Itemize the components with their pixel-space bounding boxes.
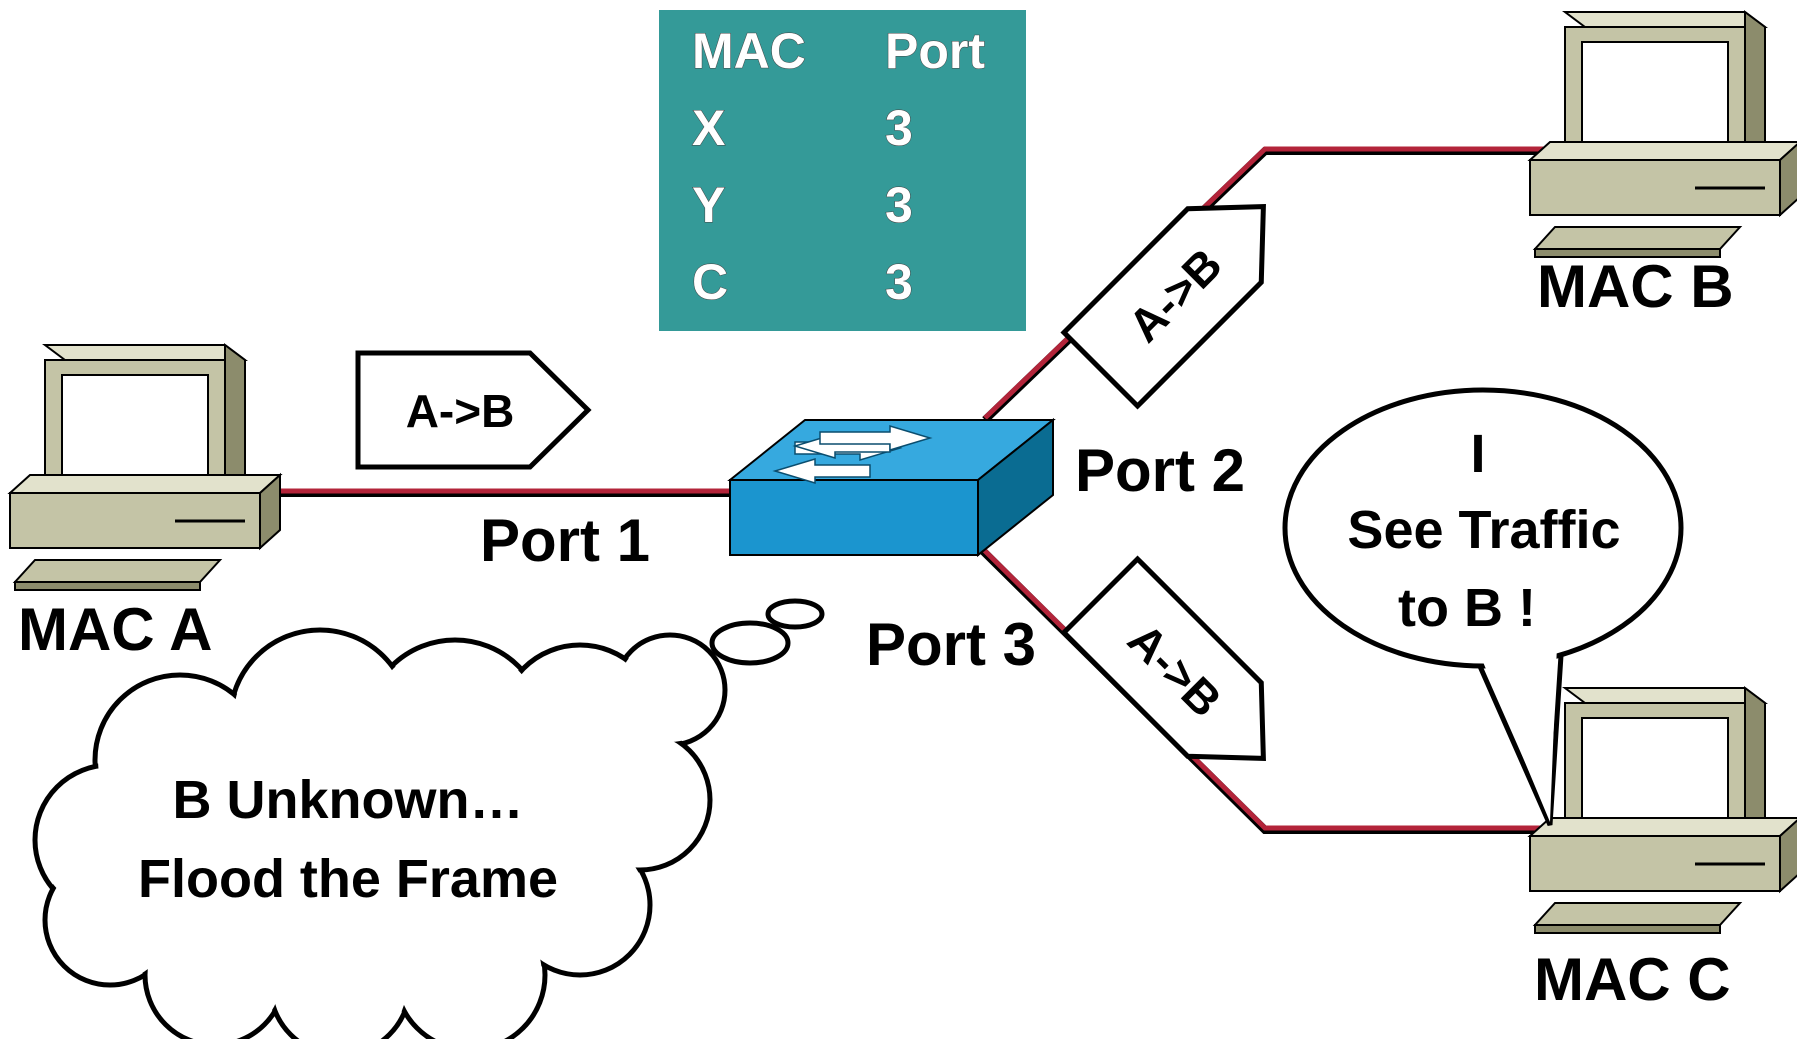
mac-table-background: [659, 10, 1026, 331]
thought-dot-small: [765, 598, 825, 630]
mac-table-row-port: 3: [885, 254, 913, 310]
switch-front-face: [729, 479, 979, 556]
mac-table-row-port: 3: [885, 177, 913, 233]
thought-line-1: B Unknown…: [173, 770, 524, 830]
computer-icon: [1528, 686, 1797, 935]
cloud-fill: [38, 633, 722, 1039]
frame-tag-to-switch: A->B: [355, 350, 592, 470]
speech-line-1: I: [1470, 424, 1485, 484]
link-switch-b: [982, 146, 1560, 423]
switch: [727, 417, 1056, 558]
frame-tag-to-mac-b: A->B: [1060, 204, 1266, 410]
mac-table-header-port: Port: [885, 23, 985, 79]
host-label: MAC B: [1537, 253, 1734, 320]
host-mac-a: MAC A: [8, 343, 282, 663]
port-3-label: Port 3: [866, 611, 1036, 678]
thought-line-2: Flood the Frame: [138, 849, 558, 909]
port-2-label: Port 2: [1075, 437, 1245, 504]
host-label: MAC A: [18, 596, 212, 663]
switch-arrows-icon: [772, 424, 933, 485]
thought-cloud: B Unknown… Flood the Frame: [32, 598, 825, 1039]
link-a-switch: [265, 488, 730, 497]
host-mac-b: MAC B: [1528, 10, 1797, 320]
speech-line-3: to B !: [1398, 578, 1536, 638]
mac-table-row-mac: C: [692, 254, 728, 310]
computer-icon: [8, 343, 282, 592]
frame-tag-to-mac-c: A->B: [1060, 555, 1266, 761]
speech-bubble: I See Traffic to B !: [1282, 387, 1684, 827]
speech-line-2: See Traffic: [1347, 500, 1620, 560]
switch-side-face: [977, 417, 1054, 558]
mac-table-row-mac: X: [692, 100, 725, 156]
computer-icon: [1528, 10, 1797, 259]
mac-table-header-mac: MAC: [692, 23, 806, 79]
frame-label: A->B: [406, 385, 515, 437]
host-mac-c: MAC C: [1528, 686, 1797, 1013]
mac-table-row-port: 3: [885, 100, 913, 156]
thought-dot-medium: [709, 620, 791, 666]
mac-table-row-mac: Y: [692, 177, 725, 233]
port-1-label: Port 1: [480, 507, 650, 574]
host-label: MAC C: [1534, 946, 1731, 1013]
mac-address-table: MAC Port X 3 Y 3 C 3: [659, 10, 1026, 331]
